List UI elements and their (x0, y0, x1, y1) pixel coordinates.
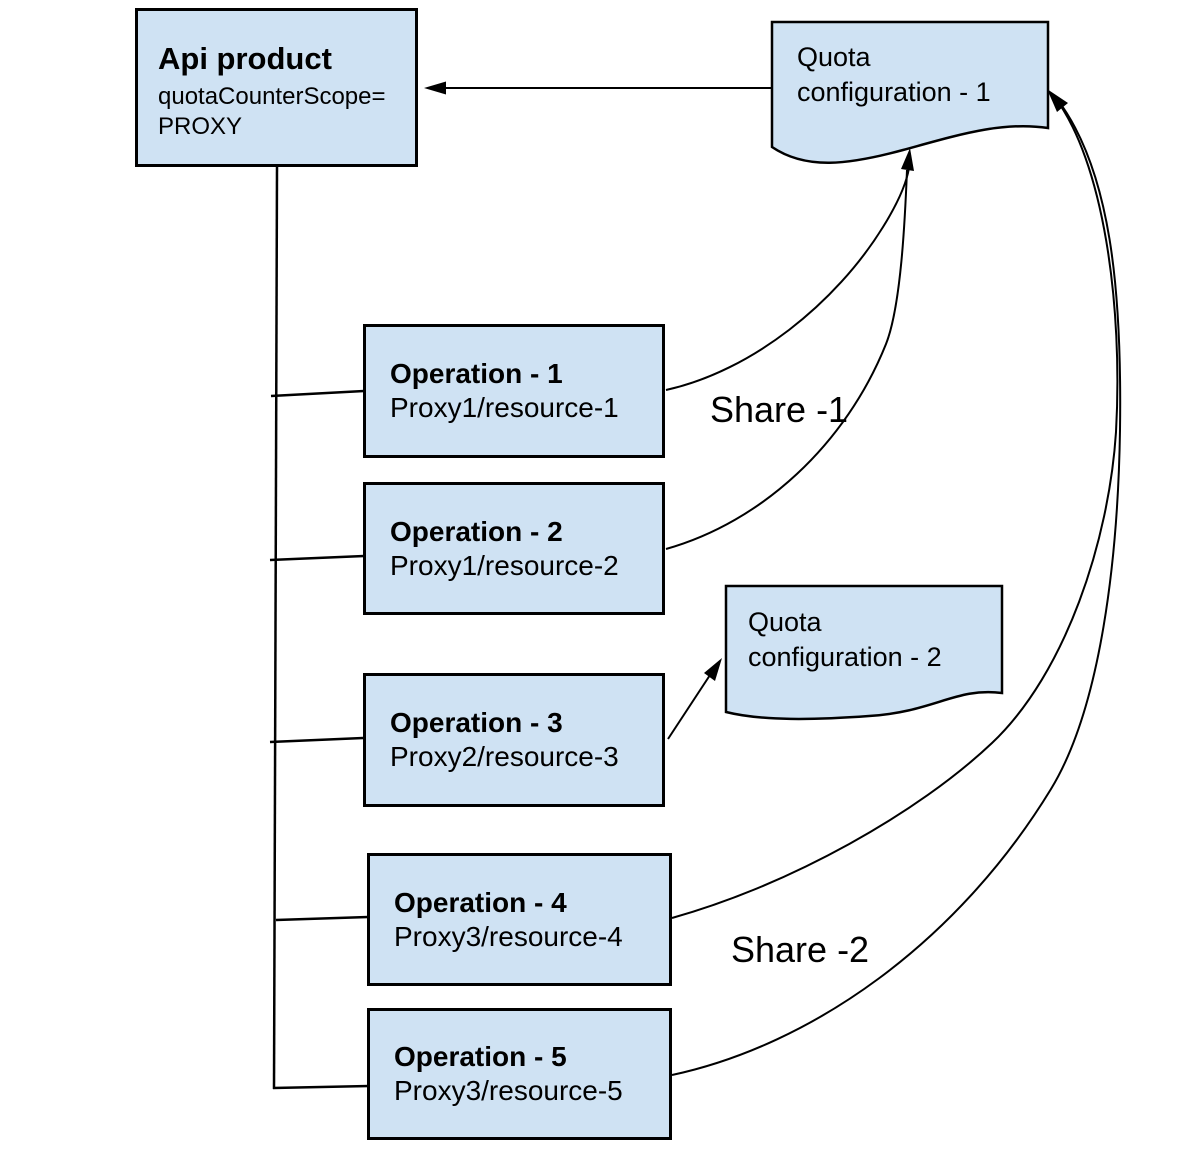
node-operation-2: Operation - 2 Proxy1/resource-2 (363, 482, 665, 615)
node-operation-3: Operation - 3 Proxy2/resource-3 (363, 673, 665, 807)
operation-2-path: Proxy1/resource-2 (390, 549, 619, 581)
op3-to-quota2-arrow-line (667, 671, 713, 740)
branch-line-operation-5 (272, 1084, 370, 1090)
node-operation-1: Operation - 1 Proxy1/resource-1 (363, 324, 665, 458)
operation-1-path: Proxy1/resource-1 (390, 392, 619, 423)
share1-arrowhead (901, 148, 914, 171)
tree-trunk-line (272, 166, 279, 1090)
quota-configuration-2-document-shape (724, 584, 1004, 721)
operation-5-path: Proxy3/resource-5 (394, 1075, 623, 1106)
label-share-1: Share -1 (710, 389, 849, 430)
operation-2-title: Operation - 2 (390, 515, 563, 547)
operation-4-path: Proxy3/resource-4 (394, 920, 623, 952)
branch-line-operation-1 (270, 389, 365, 398)
share2-arrowhead (1047, 89, 1068, 112)
operation-3-path: Proxy2/resource-3 (390, 741, 619, 772)
branch-line-operation-3 (269, 736, 364, 744)
node-operation-4: Operation - 4 Proxy3/resource-4 (367, 853, 672, 986)
op3-to-quota2-arrowhead (704, 658, 722, 681)
node-operation-5: Operation - 5 Proxy3/resource-5 (367, 1008, 672, 1140)
quota-configuration-1-document-shape (770, 20, 1050, 164)
node-api-product: Api product quotaCounterScope= PROXY (135, 8, 418, 167)
quota-configuration-1-label: Quota configuration - 1 (797, 42, 991, 107)
share1-curve-operation-1 (665, 167, 910, 391)
api-product-subtitle: quotaCounterScope= PROXY (158, 83, 386, 140)
share2-curve-operation-4 (671, 94, 1119, 919)
operation-3-title: Operation - 3 (390, 707, 563, 738)
quota1-to-api-arrowhead (424, 81, 446, 95)
branch-line-operation-2 (269, 554, 365, 562)
operation-5-title: Operation - 5 (394, 1041, 567, 1072)
operation-1-title: Operation - 1 (390, 358, 563, 389)
label-share-2: Share -2 (731, 929, 870, 970)
branch-line-operation-4 (275, 915, 369, 922)
quota-configuration-2-label: Quota configuration - 2 (748, 607, 942, 672)
share2-curve-operation-5 (671, 98, 1122, 1076)
api-product-title: Api product (158, 41, 332, 76)
share1-curve-operation-2 (665, 169, 908, 550)
operation-4-title: Operation - 4 (394, 886, 567, 918)
